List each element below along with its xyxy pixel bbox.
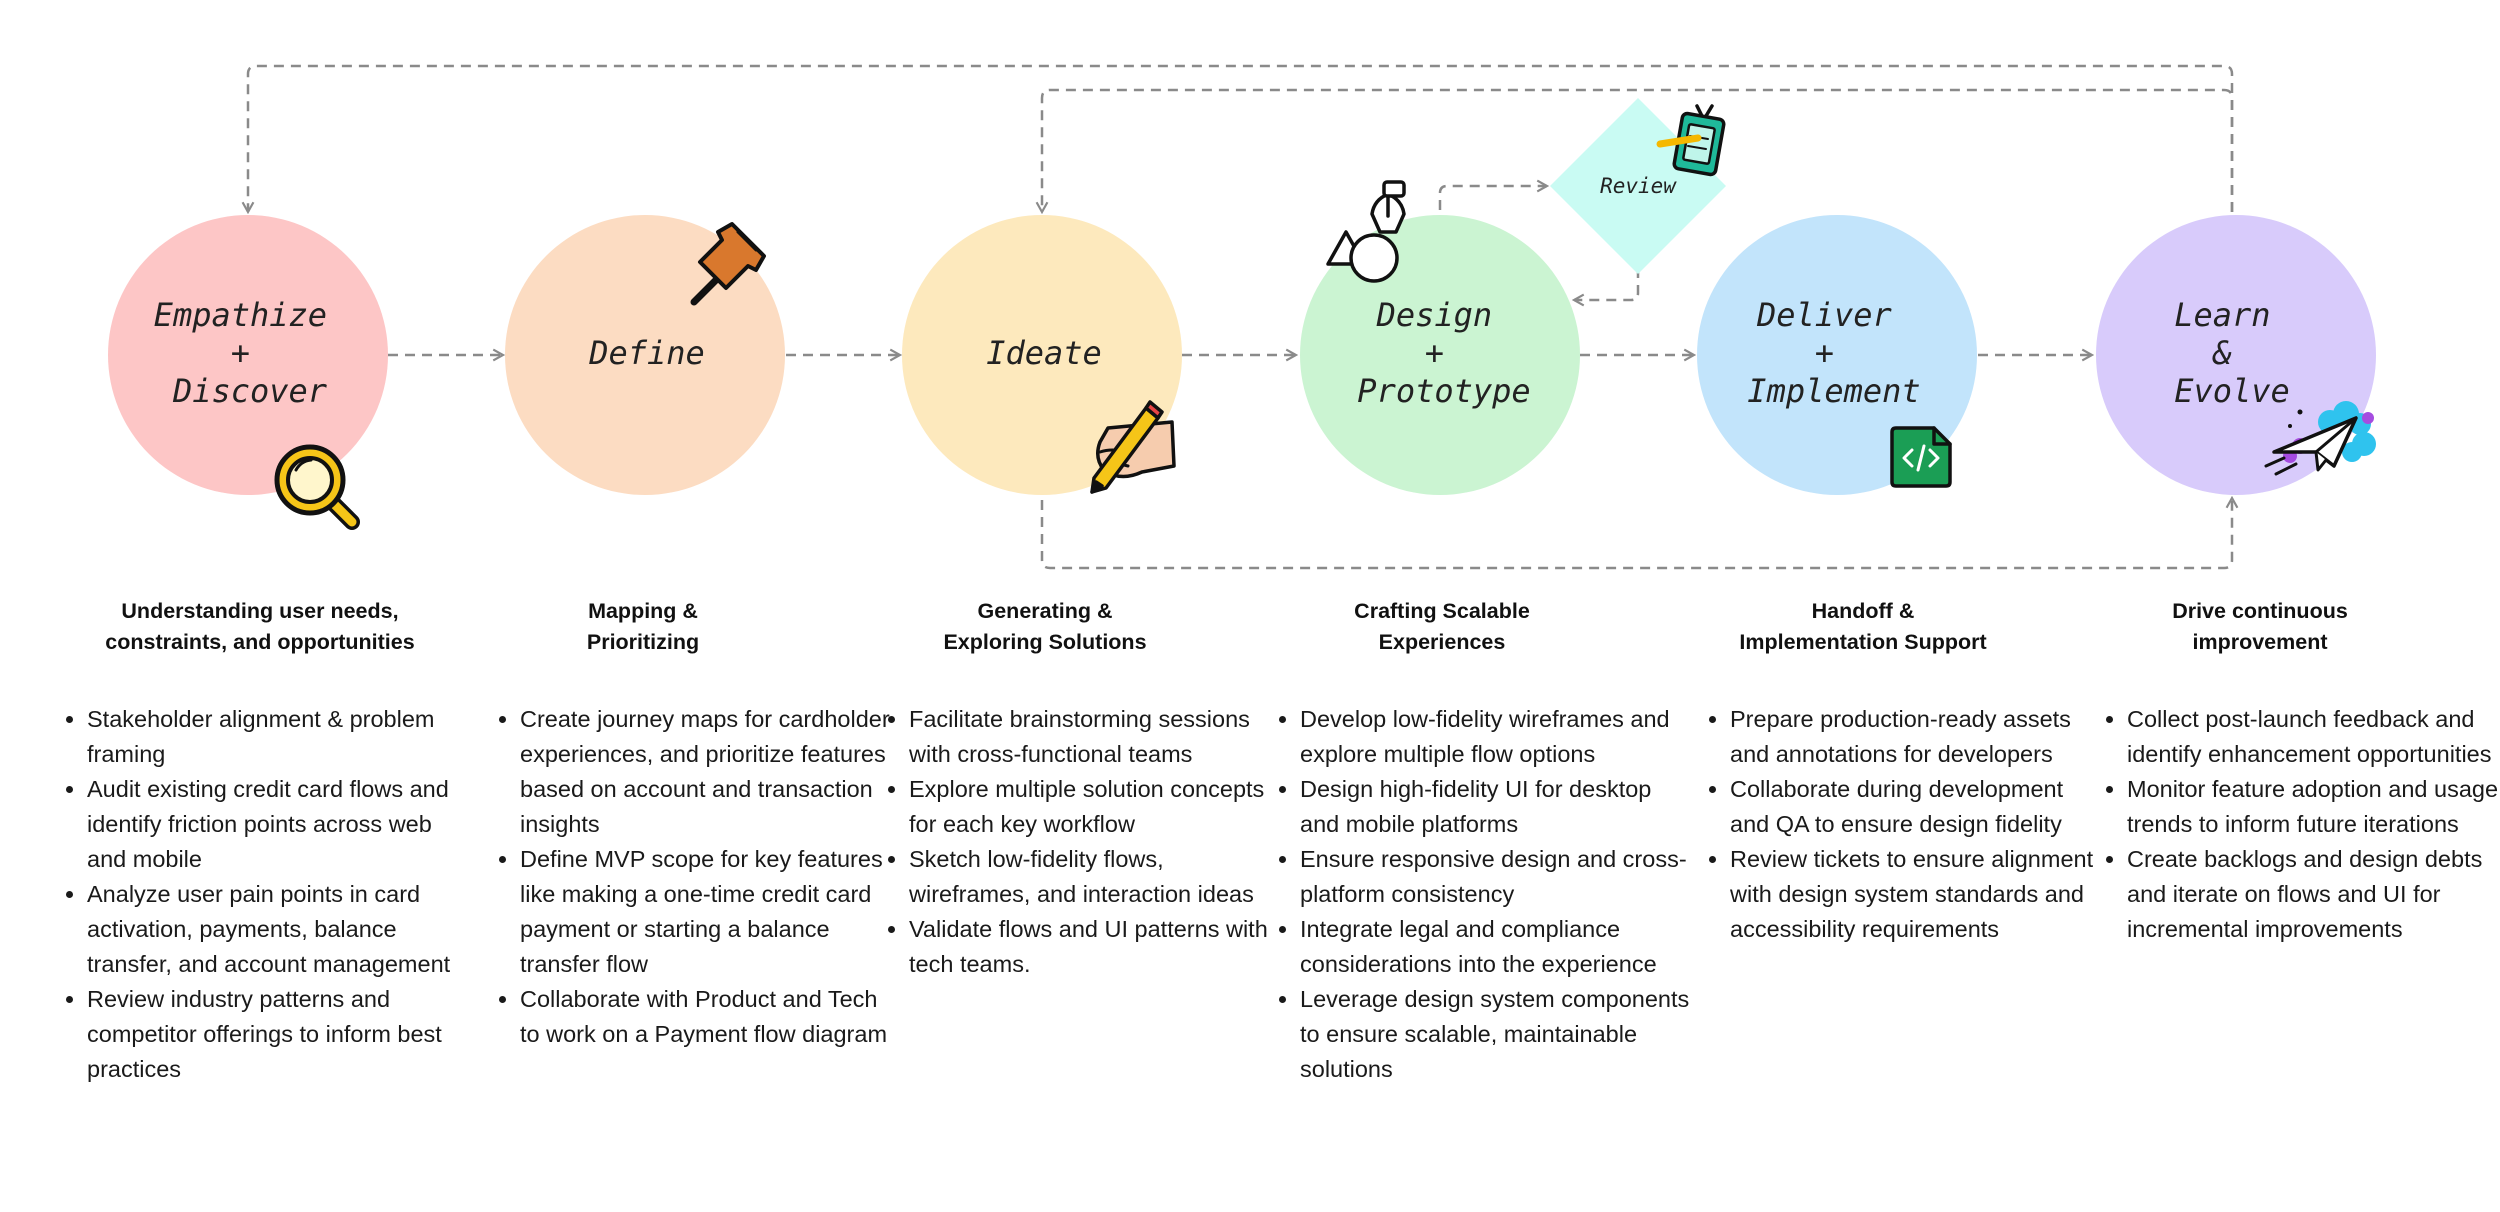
bullet-item: Audit existing credit card flows and ide… bbox=[87, 772, 462, 877]
bullet-item: Collaborate with Product and Tech to wor… bbox=[520, 982, 895, 1052]
circle-title-line: Deliver bbox=[1756, 296, 1893, 334]
heading-line: Experiences bbox=[1378, 630, 1506, 654]
bullet-item: Design high-fidelity UI for desktop and … bbox=[1300, 772, 1695, 842]
bullet-item: Define MVP scope for key features like m… bbox=[520, 842, 895, 982]
review-label: Review bbox=[1600, 174, 1677, 198]
stage-bullets-deliver: Prepare production-ready assets and anno… bbox=[1697, 702, 2105, 947]
stage-circle-design: Design + Prototype bbox=[1300, 215, 1580, 495]
heading-line: Prioritizing bbox=[586, 630, 700, 654]
bullet-item: Review tickets to ensure alignment with … bbox=[1730, 842, 2105, 947]
circle-title-line: + bbox=[1815, 334, 1834, 372]
bullet-item: Develop low-fidelity wireframes and expl… bbox=[1300, 702, 1695, 772]
circle-title-line: Empathize bbox=[154, 296, 327, 334]
circle-title-line: Implement bbox=[1747, 372, 1920, 410]
arrow-review-to-design bbox=[1574, 268, 1640, 300]
stage-heading-empathize: Understanding user needs, constraints, a… bbox=[50, 596, 470, 658]
bullet-item: Facilitate brainstorming sessions with c… bbox=[909, 702, 1284, 772]
stage-circle-deliver: Deliver + Implement bbox=[1697, 215, 1977, 495]
stage-circle-empathize: Empathize + Discover bbox=[108, 215, 388, 495]
stage-circle-learn: Learn & Evolve bbox=[2096, 215, 2376, 495]
pen-tool-shapes-icon bbox=[1326, 180, 1406, 283]
loop-ideate-to-learn bbox=[1040, 498, 2232, 570]
arrow-design-to-review bbox=[1438, 186, 1547, 210]
loop-learn-to-ideate bbox=[1042, 88, 2234, 212]
heading-line: Understanding user needs, bbox=[121, 599, 399, 623]
bullet-item: Analyze user pain points in card activat… bbox=[87, 877, 462, 982]
stage-heading-define: Mapping & Prioritizing bbox=[433, 596, 853, 658]
bullet-item: Monitor feature adoption and usage trend… bbox=[2127, 772, 2500, 842]
heading-line: Handoff & bbox=[1811, 599, 1915, 623]
stage-bullets-empathize: Stakeholder alignment & problem framing … bbox=[54, 702, 462, 1087]
heading-line: Implementation Support bbox=[1739, 630, 1987, 654]
hand-pencil-icon bbox=[1090, 400, 1176, 494]
circle-title-line: Evolve bbox=[2174, 372, 2290, 410]
svg-text:Empathize + Discov: Empathize + Discover bbox=[154, 296, 347, 410]
stage-bullets-design: Develop low-fidelity wireframes and expl… bbox=[1267, 702, 1695, 1087]
circle-title-line: + bbox=[231, 334, 250, 372]
svg-text:Deliver + Implemen: Deliver + Implement bbox=[1747, 296, 1920, 410]
circle-title-line: + bbox=[1425, 334, 1444, 372]
stage-circle-ideate: Ideate bbox=[902, 215, 1182, 495]
bullet-item: Sketch low-fidelity flows, wireframes, a… bbox=[909, 842, 1284, 912]
circle-title-line: Learn bbox=[2174, 296, 2270, 334]
stage-bullets-define: Create journey maps for cardholder exper… bbox=[487, 702, 895, 1052]
svg-text:Design + Prototype: Design + Prototype bbox=[1357, 296, 1530, 410]
circle-title-line: Define bbox=[588, 334, 705, 372]
stage-heading-design: Crafting Scalable Experiences bbox=[1232, 596, 1652, 658]
heading-line: Mapping & bbox=[588, 599, 698, 623]
bullet-item: Create journey maps for cardholder exper… bbox=[520, 702, 895, 842]
heading-line: constraints, and opportunities bbox=[105, 630, 415, 654]
paper-plane-icon bbox=[2264, 401, 2376, 476]
bullet-item: Explore multiple solution concepts for e… bbox=[909, 772, 1284, 842]
stage-heading-ideate: Generating & Exploring Solutions bbox=[835, 596, 1255, 658]
heading-line: Drive continuous bbox=[2172, 599, 2348, 623]
heading-line: Crafting Scalable bbox=[1354, 599, 1530, 623]
bullet-item: Ensure responsive design and cross-platf… bbox=[1300, 842, 1695, 912]
pushpin-icon bbox=[690, 222, 766, 306]
bullet-item: Prepare production-ready assets and anno… bbox=[1730, 702, 2105, 772]
connector-lines bbox=[248, 64, 2234, 570]
stage-heading-learn: Drive continuous improvement bbox=[2050, 596, 2470, 658]
bullet-item: Review industry patterns and competitor … bbox=[87, 982, 462, 1087]
svg-text:Ideate: Ideate bbox=[986, 334, 1102, 372]
svg-text:Define: Define bbox=[588, 334, 705, 372]
bullet-item: Integrate legal and compliance considera… bbox=[1300, 912, 1695, 982]
magnifying-glass-icon bbox=[274, 444, 360, 530]
bullet-item: Collect post-launch feedback and identif… bbox=[2127, 702, 2500, 772]
stage-bullets-learn: Collect post-launch feedback and identif… bbox=[2094, 702, 2500, 947]
circle-title-line: & bbox=[2212, 334, 2232, 372]
stage-heading-deliver: Handoff & Implementation Support bbox=[1653, 596, 2073, 658]
circle-title-line: Design bbox=[1376, 296, 1493, 334]
bullet-item: Collaborate during development and QA to… bbox=[1730, 772, 2105, 842]
heading-line: Generating & bbox=[977, 599, 1113, 623]
heading-line: Exploring Solutions bbox=[943, 630, 1147, 654]
bullet-item: Leverage design system components to ens… bbox=[1300, 982, 1695, 1087]
bullet-item: Validate flows and UI patterns with tech… bbox=[909, 912, 1284, 982]
code-file-icon bbox=[1890, 426, 1952, 488]
bullet-item: Create backlogs and design debts and ite… bbox=[2127, 842, 2500, 947]
stage-bullets-ideate: Facilitate brainstorming sessions with c… bbox=[876, 702, 1284, 982]
loop-learn-to-empathize bbox=[248, 64, 2234, 212]
circle-title-line: Prototype bbox=[1357, 372, 1530, 410]
bullet-item: Stakeholder alignment & problem framing bbox=[87, 702, 462, 772]
heading-line: improvement bbox=[2192, 630, 2328, 654]
circle-title-line: Ideate bbox=[986, 334, 1102, 372]
circle-title-line: Discover bbox=[172, 372, 328, 410]
tablet-icon bbox=[1656, 104, 1726, 177]
svg-text:Learn & Evolve: Learn & Evolve bbox=[2174, 296, 2290, 410]
